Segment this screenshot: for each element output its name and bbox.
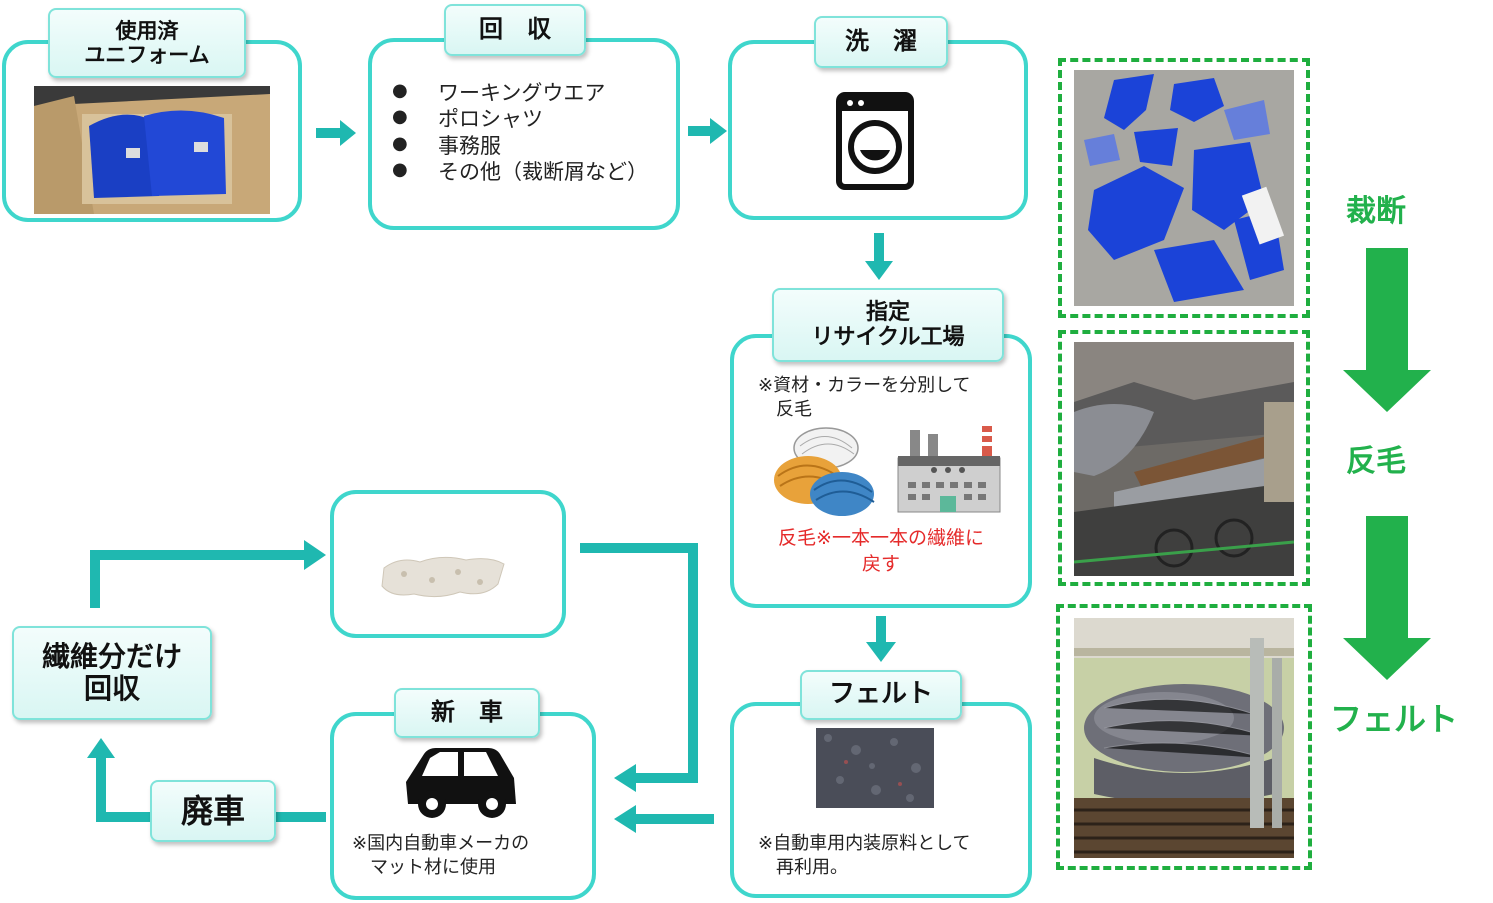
collect-title: 回 収 — [444, 4, 586, 56]
uniforms-in-box-photo — [34, 86, 270, 214]
new-car-title: 新 車 — [394, 688, 540, 738]
arrow-collect-to-wash — [688, 118, 727, 144]
fiber-opening-machine-photo — [1074, 342, 1294, 576]
side-photo-frame-1 — [1058, 58, 1310, 318]
factory-icon — [897, 426, 1001, 513]
side-photo-frame-2 — [1058, 330, 1310, 586]
fiber-recover-label: 繊維分だけ 回収 — [12, 626, 212, 720]
felt-roll-photo — [1074, 618, 1294, 858]
factory-red-note: 反毛※一本一本の繊維に 戻す — [778, 527, 984, 575]
scrap-label: 廃車 — [150, 780, 276, 842]
side-step-fiber: 反毛 — [1346, 444, 1406, 479]
yarn-balls-icon — [774, 427, 875, 516]
list-item: 事務服 — [392, 133, 648, 159]
green-arrow-2 — [1343, 516, 1431, 680]
green-arrow-1 — [1343, 248, 1431, 412]
arrow-fiber-to-mat — [90, 540, 326, 608]
list-item: ワーキングウエア — [392, 80, 648, 106]
new-car-note: ※国内自動車メーカの マット材に使用 — [352, 833, 530, 879]
collect-item-list: ワーキングウエア ポロシャツ 事務服 その他（裁断屑など） — [392, 80, 648, 185]
connector-newcar-to-scrap — [276, 812, 326, 822]
arrow-felt-to-newcar — [614, 805, 714, 833]
washing-machine-icon — [836, 92, 914, 190]
fiber-mat-box — [330, 490, 566, 638]
side-step-felt: フェルト — [1330, 700, 1459, 738]
arrow-wash-to-factory — [865, 233, 893, 280]
arrow-mat-to-newcar — [580, 543, 698, 792]
cut-blue-fabric-photo — [1074, 70, 1294, 306]
fiber-mat-photo — [381, 556, 505, 598]
used-uniform-title: 使用済 ユニフォーム — [48, 8, 246, 78]
side-step-cut: 裁断 — [1346, 194, 1406, 229]
factory-note: ※資材・カラーを分別して 反毛 — [758, 375, 971, 421]
felt-sample-photo — [816, 728, 934, 808]
factory-title: 指定 リサイクル工場 — [772, 288, 1004, 362]
wash-title: 洗 濯 — [814, 16, 948, 68]
list-item: その他（裁断屑など） — [392, 159, 648, 185]
arrow-factory-to-felt — [866, 616, 896, 662]
list-item: ポロシャツ — [392, 106, 648, 132]
wash-box — [728, 40, 1028, 220]
arrow-used-to-collect — [316, 120, 356, 146]
car-icon — [406, 748, 516, 818]
felt-title: フェルト — [800, 670, 962, 720]
felt-note: ※自動車用内装原料として 再利用。 — [758, 833, 971, 879]
side-photo-frame-3 — [1056, 604, 1312, 870]
arrow-scrap-to-fiber — [87, 738, 152, 822]
